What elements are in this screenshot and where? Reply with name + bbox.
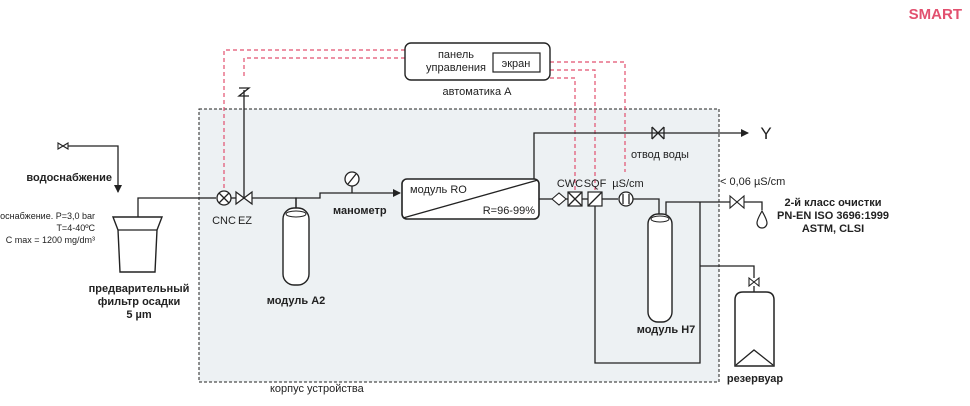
cnc-valve: CNC	[212, 190, 236, 227]
water-drop-icon	[756, 209, 768, 229]
drain-label: отвод воды	[631, 149, 689, 161]
module-ro: модуль RO R=96-99%	[401, 178, 540, 220]
drain-line: Y отвод воды	[533, 124, 772, 179]
ez-valve: EZ	[235, 87, 253, 227]
module-a2-label: модуль A2	[267, 295, 326, 307]
module-a2-cartridge-icon	[282, 207, 310, 286]
outlet-valve-icon	[729, 194, 745, 210]
screen-box	[492, 52, 541, 73]
prefilter-housing-icon	[111, 216, 164, 273]
tank-valve-icon	[748, 276, 760, 288]
conductivity-sensor: µS/cm	[612, 178, 644, 207]
prefilter-line2: фильтр осадки	[98, 296, 181, 308]
reservoir-tank-icon	[734, 291, 775, 367]
sqf-valve: SQF	[584, 178, 607, 207]
conductivity-unit-label: µS/cm	[612, 178, 643, 190]
brand-logo-text: SMART	[909, 6, 962, 23]
outlet-class-line1: 2-й класс очистки	[784, 197, 881, 209]
screen-label: экран	[502, 58, 531, 70]
cwc-label: CWC	[557, 178, 583, 190]
module-h7-label: модуль H7	[637, 324, 696, 336]
manometer: манометр	[333, 171, 387, 217]
outlet-class-line3: ASTM, CLSI	[802, 223, 864, 235]
prefilter-line1: предварительный	[89, 283, 190, 295]
reservoir-tank: резервуар	[727, 291, 784, 385]
tank-label: резервуар	[727, 373, 784, 385]
water-supply-inlet: водоснабжение водоснабжение. P=3,0 bar T…	[0, 142, 122, 245]
water-supply-cmax: C max = 1200 mg/dm³	[6, 235, 95, 245]
manometer-label: манометр	[333, 205, 387, 217]
prefilter: предварительный фильтр осадки 5 µm	[89, 197, 200, 321]
cnc-label: CNC	[212, 215, 236, 227]
water-supply-title: водоснабжение	[26, 172, 112, 184]
conductivity-sensor-icon	[618, 191, 634, 207]
panel-title-line1: панель	[438, 49, 474, 61]
panel-caption: автоматика A	[443, 86, 513, 98]
control-panel: панель управления экран автоматика A	[404, 42, 551, 98]
housing-label: корпус устройства	[270, 383, 365, 395]
outlet-conductivity-value: < 0,06 µS/cm	[720, 176, 785, 188]
module-ro-rejection: R=96-99%	[483, 205, 536, 217]
module-ro-label: модуль RO	[410, 184, 467, 196]
module-h7: модуль H7	[637, 213, 696, 336]
outlet-valve	[729, 194, 745, 210]
cwc-valve: CWC	[557, 178, 583, 207]
outlet-class-line2: PN-EN ISO 3696:1999	[777, 210, 889, 222]
prefilter-line3: 5 µm	[126, 309, 152, 321]
water-supply-pressure: водоснабжение. P=3,0 bar	[0, 211, 95, 221]
inlet-valve-icon	[57, 142, 69, 150]
module-a2: модуль A2	[267, 207, 326, 307]
ez-label: EZ	[238, 215, 252, 227]
module-h7-cartridge-icon	[647, 213, 673, 323]
sqf-label: SQF	[584, 178, 607, 190]
water-supply-temperature: T=4-40ºC	[56, 223, 95, 233]
control-signal-lines	[223, 49, 626, 196]
panel-title-line2: управления	[426, 62, 486, 74]
drain-symbol: Y	[760, 124, 771, 143]
